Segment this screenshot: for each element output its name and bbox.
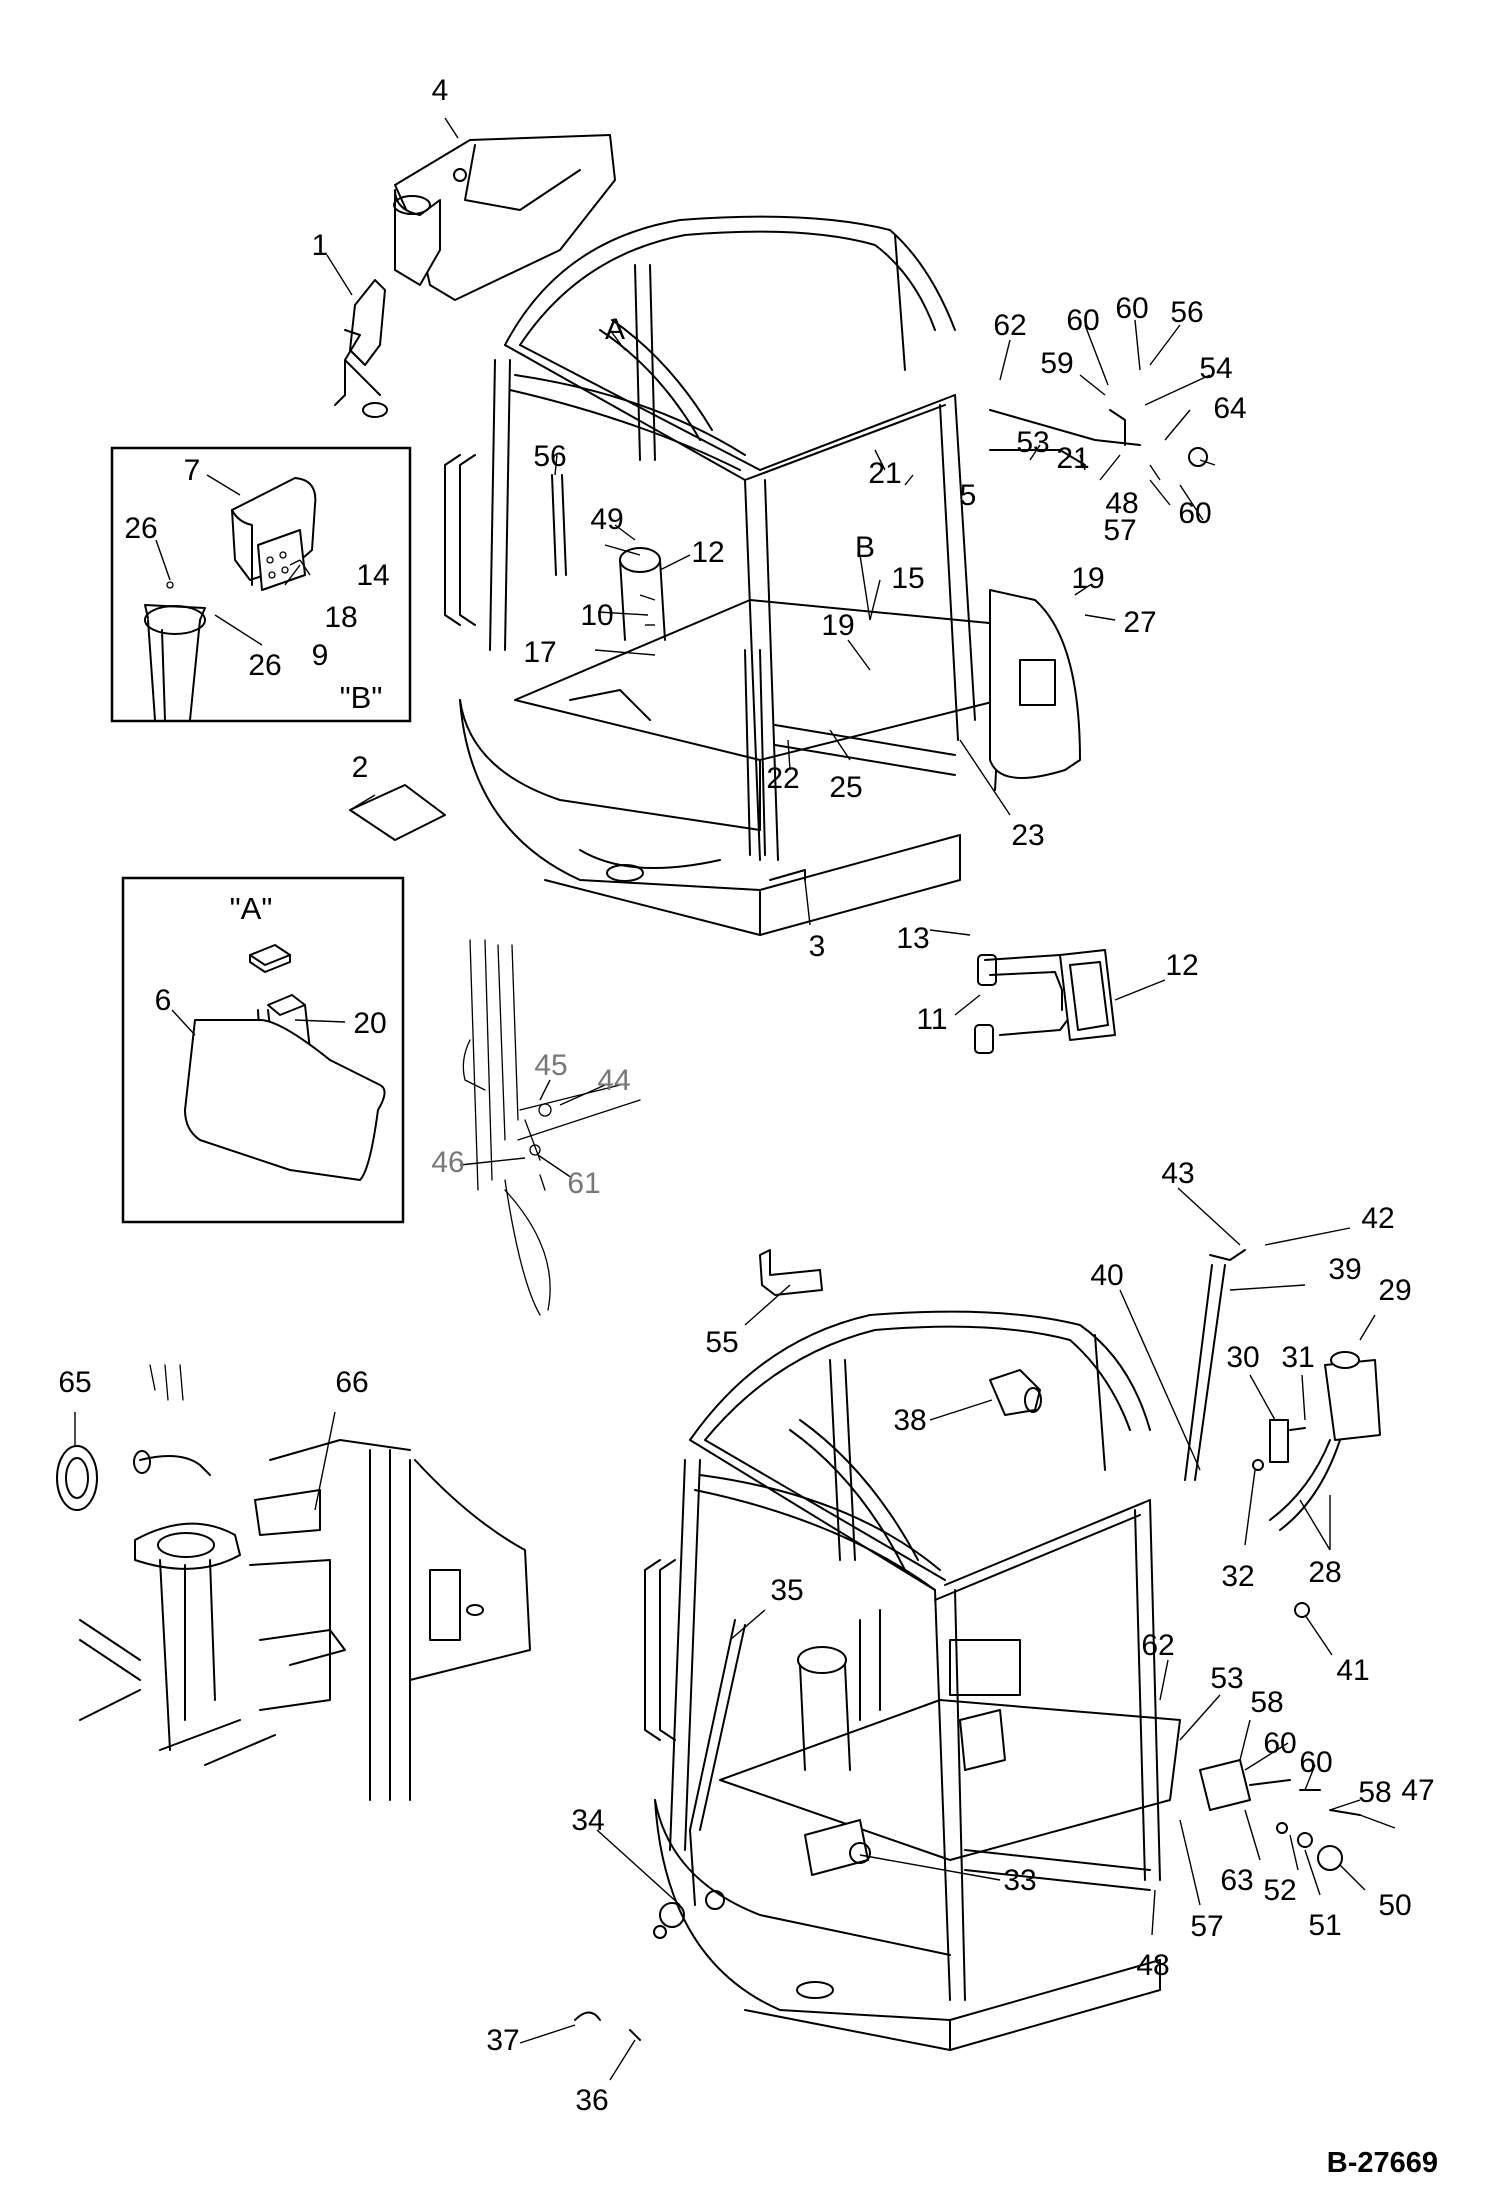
- callout-60: 60: [1115, 292, 1148, 325]
- callout-1: 1: [312, 229, 329, 262]
- callout-63: 63: [1220, 1864, 1253, 1897]
- callout-62: 62: [1141, 1629, 1174, 1662]
- callout-52: 52: [1263, 1874, 1296, 1907]
- callout-36: 36: [575, 2084, 608, 2117]
- callout-7: 7: [184, 454, 201, 487]
- callout-64: 64: [1213, 392, 1246, 425]
- callout-26: 26: [124, 512, 157, 545]
- callout-19: 19: [821, 609, 854, 642]
- callout-40: 40: [1090, 1259, 1123, 1292]
- callout-39: 39: [1328, 1253, 1361, 1286]
- callout-35: 35: [770, 1574, 803, 1607]
- detail-a-caption: "A": [230, 891, 273, 926]
- callout-9: 9: [312, 639, 329, 672]
- callout-56: 56: [1170, 296, 1203, 329]
- callout-58: 58: [1358, 1776, 1391, 1809]
- callout-21: 21: [868, 457, 901, 490]
- callout-54: 54: [1199, 352, 1232, 385]
- lower-cab-assembly: [574, 1249, 1381, 2051]
- callout-27: 27: [1123, 606, 1156, 639]
- callout-60: 60: [1299, 1746, 1332, 1779]
- callout-53: 53: [1016, 426, 1049, 459]
- callout-57: 57: [1190, 1910, 1223, 1943]
- callout-13: 13: [896, 922, 929, 955]
- callout-12: 12: [1165, 949, 1198, 982]
- callout-61: 61: [567, 1167, 600, 1200]
- callout-60: 60: [1263, 1727, 1296, 1760]
- callout-49: 49: [590, 503, 623, 536]
- upper-cab-assembly: [334, 134, 1208, 1054]
- view-marker-a: A: [605, 313, 625, 346]
- callout-3: 3: [809, 930, 826, 963]
- callout-28: 28: [1308, 1556, 1341, 1589]
- callout-33: 33: [1003, 1864, 1036, 1897]
- upper-leader-lines: [326, 117, 1216, 1016]
- callout-58: 58: [1250, 1686, 1283, 1719]
- callout-42: 42: [1361, 1202, 1394, 1235]
- callout-48: 48: [1105, 487, 1138, 520]
- callout-53: 53: [1210, 1662, 1243, 1695]
- callout-10: 10: [580, 599, 613, 632]
- callout-50: 50: [1378, 1889, 1411, 1922]
- callout-11: 11: [916, 1003, 947, 1036]
- callout-20: 20: [353, 1007, 386, 1040]
- callout-34: 34: [571, 1804, 604, 1837]
- callout-17: 17: [523, 636, 556, 669]
- callout-43: 43: [1161, 1157, 1194, 1190]
- callout-29: 29: [1378, 1274, 1411, 1307]
- callout-2: 2: [352, 751, 369, 784]
- callout-23: 23: [1011, 819, 1044, 852]
- grommet-detail: [56, 1364, 531, 1801]
- callout-60: 60: [1178, 497, 1211, 530]
- callout-45: 45: [534, 1049, 567, 1082]
- callout-5: 5: [960, 479, 977, 512]
- callout-21: 21: [1056, 442, 1089, 475]
- drawing-reference: B-27669: [1327, 2147, 1438, 2179]
- callout-19: 19: [1071, 562, 1104, 595]
- callout-41: 41: [1336, 1654, 1369, 1687]
- callout-46: 46: [431, 1146, 464, 1179]
- callout-B: B: [855, 531, 875, 564]
- callout-66: 66: [335, 1366, 368, 1399]
- callout-38: 38: [893, 1404, 926, 1437]
- callout-65: 65: [58, 1366, 91, 1399]
- callout-47: 47: [1401, 1774, 1434, 1807]
- detail-a-inset: [121, 876, 405, 1224]
- callout-48: 48: [1136, 1949, 1169, 1982]
- callout-60: 60: [1066, 304, 1099, 337]
- callout-15: 15: [891, 562, 924, 595]
- callout-51: 51: [1308, 1909, 1341, 1942]
- callout-62: 62: [993, 309, 1026, 342]
- callout-26: 26: [248, 649, 281, 682]
- callout-14: 14: [356, 559, 389, 592]
- callout-25: 25: [829, 771, 862, 804]
- detail-b-caption: "B": [340, 680, 383, 715]
- callout-55: 55: [705, 1326, 738, 1359]
- callout-4: 4: [432, 74, 449, 107]
- callout-56: 56: [533, 440, 566, 473]
- callout-30: 30: [1226, 1341, 1259, 1374]
- small-pillar-detail: [459, 939, 641, 1316]
- callout-31: 31: [1281, 1341, 1314, 1374]
- callout-18: 18: [324, 601, 357, 634]
- lower-leader-lines: [519, 1187, 1396, 2081]
- callout-12: 12: [691, 536, 724, 569]
- callout-44: 44: [597, 1064, 630, 1097]
- callout-57: 57: [1103, 514, 1136, 547]
- callout-32: 32: [1221, 1560, 1254, 1593]
- callout-37: 37: [486, 2024, 519, 2057]
- callout-22: 22: [766, 762, 799, 795]
- callout-6: 6: [155, 984, 172, 1017]
- callout-59: 59: [1040, 347, 1073, 380]
- detail-b-inset: [110, 446, 412, 723]
